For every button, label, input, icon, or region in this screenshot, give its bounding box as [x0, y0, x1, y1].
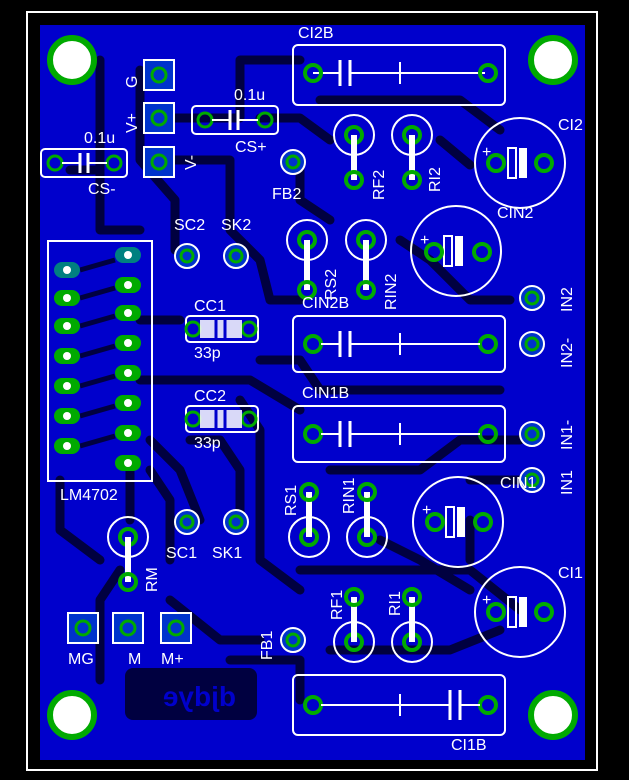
resistor-rf2: RF2: [333, 114, 388, 200]
label-rs1: RS1: [283, 485, 300, 516]
capacitor-cin1b: CIN1B: [292, 385, 506, 463]
label-g: G: [124, 76, 141, 88]
label-v-plus: V+: [124, 113, 141, 133]
label-cc2-value: 33p: [194, 435, 221, 452]
label-in2: IN2: [559, 287, 576, 312]
capacitor-ci2b: CI2B: [292, 25, 506, 106]
resistor-ri1: RI1: [387, 587, 433, 663]
resistor-rin1: RIN1: [341, 477, 388, 558]
label-in1-minus: IN1-: [559, 420, 576, 450]
label-cin2: CIN2: [497, 205, 534, 222]
label-in2-minus: IN2-: [559, 338, 576, 368]
pads-sc1-sk1: SC1 SK1: [166, 509, 249, 562]
label-rs2: RS2: [323, 269, 340, 300]
capacitor-cin1: + CIN1: [412, 475, 537, 568]
output-connector: MG M M+: [67, 612, 192, 668]
label-cc1: CC1: [194, 298, 226, 315]
mounting-holes: [47, 35, 578, 740]
label-v-minus: V-: [183, 155, 200, 170]
label-in1: IN1: [559, 470, 576, 495]
power-connector: G V+ V-: [124, 59, 200, 178]
label-cc2: CC2: [194, 388, 226, 405]
label-ci1b: CI1B: [451, 737, 487, 754]
label-sc2: SC2: [174, 217, 205, 234]
resistor-rm: RM: [107, 516, 161, 592]
label-rin2: RIN2: [383, 273, 400, 310]
label-sk2: SK2: [221, 217, 251, 234]
label-cin1b: CIN1B: [302, 385, 349, 402]
label-ri2: RI2: [427, 167, 444, 192]
pad-fb1: FB1: [259, 627, 306, 660]
label-cs-plus: CS+: [235, 139, 267, 156]
capacitor-cs-plus: 0.1u CS+: [191, 87, 279, 156]
label-fb1: FB1: [259, 631, 276, 660]
label-lm4702: LM4702: [60, 487, 118, 504]
pad-fb2: FB2: [272, 149, 306, 203]
capacitor-cc2: CC2 33p: [184, 388, 259, 452]
logo-text: djdye: [163, 681, 236, 712]
label-rf1: RF1: [329, 590, 346, 620]
label-ci2b: CI2B: [298, 25, 334, 42]
resistor-ri2: RI2: [391, 114, 444, 192]
label-cin1: CIN1: [500, 475, 537, 492]
label-cs-minus-value: 0.1u: [84, 130, 115, 147]
svg-text:+: +: [422, 502, 431, 519]
resistor-rs1: RS1: [283, 482, 330, 558]
capacitor-cc1: CC1 33p: [184, 298, 259, 362]
label-ri1: RI1: [387, 591, 404, 616]
label-cin2b: CIN2B: [302, 295, 349, 312]
capacitor-cs-minus: 0.1u CS-: [40, 130, 128, 198]
svg-text:+: +: [482, 144, 491, 161]
label-mg: MG: [68, 651, 94, 668]
pads-sc2-sk2: SC2 SK2: [174, 217, 251, 269]
label-rin1: RIN1: [341, 477, 358, 514]
resistor-rs2: RS2: [286, 219, 340, 300]
capacitor-cin2: + CIN2: [410, 205, 534, 297]
resistor-rin2: RIN2: [345, 219, 400, 310]
capacitor-ci1b: CI1B: [292, 674, 506, 754]
capacitor-ci2: + CI2: [474, 117, 583, 209]
capacitor-cin2b: CIN2B: [292, 295, 506, 373]
board-outline: [26, 11, 598, 771]
label-m-plus: M+: [161, 651, 184, 668]
label-cs-minus: CS-: [88, 181, 116, 198]
ic-lm4702: LM4702: [47, 240, 153, 504]
input-pads-1: IN1- IN1: [519, 420, 576, 495]
label-sk1: SK1: [212, 545, 242, 562]
resistor-rf1: RF1: [329, 587, 375, 663]
label-cc1-value: 33p: [194, 345, 221, 362]
label-rm: RM: [144, 567, 161, 592]
label-sc1: SC1: [166, 545, 197, 562]
label-rf2: RF2: [371, 170, 388, 200]
label-fb2: FB2: [272, 186, 301, 203]
mirrored-logo: djdye: [125, 668, 257, 720]
label-cs-plus-value: 0.1u: [234, 87, 265, 104]
label-ci1: CI1: [558, 565, 583, 582]
svg-text:+: +: [420, 232, 429, 249]
label-m: M: [128, 651, 141, 668]
svg-text:+: +: [482, 592, 491, 609]
capacitor-ci1: + CI1: [474, 565, 583, 658]
input-pads-2: IN2 IN2-: [519, 285, 576, 368]
label-ci2: CI2: [558, 117, 583, 134]
